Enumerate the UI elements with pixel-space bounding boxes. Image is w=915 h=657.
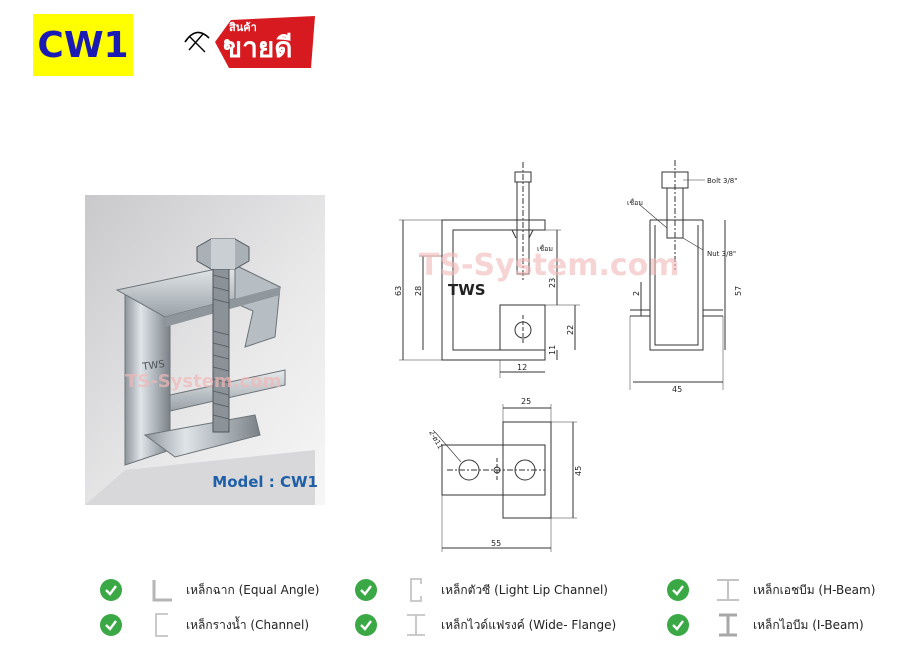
side-view-dim-slot: 22 (566, 325, 575, 335)
beam-item-h-beam: เหล็กเอชบีม (H-Beam) (667, 575, 875, 605)
front-view-dim-thickness: 2 (632, 291, 641, 296)
check-circle-icon (355, 614, 377, 636)
beam-label-h-beam: เหล็กเอชบีม (H-Beam) (753, 582, 876, 597)
photo-watermark: TS-System.com (125, 371, 281, 392)
check-circle-icon (667, 614, 689, 636)
channel-profile-icon (155, 613, 168, 637)
front-view-bolt-label: Bolt 3/8" (707, 177, 738, 185)
top-view-drawing (434, 404, 577, 552)
top-view-dim-length: 55 (491, 539, 501, 548)
beam-label-lip-channel: เหล็กตัวซี (Light Lip Channel) (441, 582, 608, 597)
side-view-drawing (399, 162, 580, 378)
photo-caption: Model : CW1 (212, 473, 318, 491)
front-view-dim-width: 45 (672, 385, 682, 394)
lip-channel-profile-icon (410, 578, 422, 602)
beam-label-channel: เหล็กรางน้ำ (Channel) (186, 617, 310, 632)
front-view-drawing (629, 160, 726, 390)
i-beam-profile-icon (719, 613, 737, 637)
compatible-beam-list: เหล็กฉาก (Equal Angle) เหล็กตัวซี (Light… (95, 572, 895, 644)
beam-item-i-beam: เหล็กไอบีม (I-Beam) (667, 610, 864, 640)
check-circle-icon (355, 579, 377, 601)
side-view-dim-total-height: 63 (394, 286, 403, 296)
check-circle-icon (100, 614, 122, 636)
beam-label-i-beam: เหล็กไอบีม (I-Beam) (753, 617, 864, 632)
best-seller-tag: สินค้า ขายดี (183, 12, 318, 74)
wide-flange-profile-icon (407, 614, 425, 636)
top-view-dim-tab: 25 (521, 397, 531, 406)
beam-item-lip-channel: เหล็กตัวซี (Light Lip Channel) (355, 575, 608, 605)
beam-item-channel: เหล็กรางน้ำ (Channel) (100, 610, 309, 640)
front-view-dim-height: 57 (734, 286, 743, 296)
side-view-dim-lip: 11 (548, 345, 557, 355)
front-view-weld-label: เชื่อม (627, 198, 643, 207)
front-view-nut-label: Nut 3/8" (707, 250, 736, 258)
tag-small-text: สินค้า (229, 21, 257, 34)
beam-item-wide-flange: เหล็กไวด์แฟรงค์ (Wide- Flange) (355, 610, 616, 640)
beam-item-equal-angle: เหล็กฉาก (Equal Angle) (100, 575, 319, 605)
side-view-stamp: TWS (448, 281, 486, 299)
beam-label-equal-angle: เหล็กฉาก (Equal Angle) (186, 582, 320, 597)
side-view-dim-upper: 23 (548, 278, 557, 288)
side-view-dim-width: 12 (517, 363, 527, 372)
top-view-dim-height: 45 (574, 466, 583, 476)
price-tag-icon (184, 16, 315, 68)
h-beam-profile-icon (717, 579, 739, 601)
photo-stamp: TWS (141, 359, 166, 373)
check-circle-icon (667, 579, 689, 601)
model-code-badge: CW1 (33, 14, 133, 76)
angle-profile-icon (152, 580, 172, 602)
drawing-canvas: TS-System.com TWS เชื่อม 63 28 23 22 11 … (394, 160, 743, 552)
technical-drawings: TS-System.com TWS เชื่อม 63 28 23 22 11 … (385, 150, 780, 560)
beam-label-wide-flange: เหล็กไวด์แฟรงค์ (Wide- Flange) (441, 617, 617, 632)
product-photo: TWS TS-System.com (85, 195, 325, 505)
model-code-text: CW1 (37, 24, 129, 66)
check-circle-icon (100, 579, 122, 601)
side-view-dim-lower: 28 (414, 286, 423, 296)
tag-big-text: ขายดี (223, 31, 293, 64)
drawing-watermark: TS-System.com (419, 248, 680, 283)
side-view-weld-label: เชื่อม (537, 244, 553, 253)
